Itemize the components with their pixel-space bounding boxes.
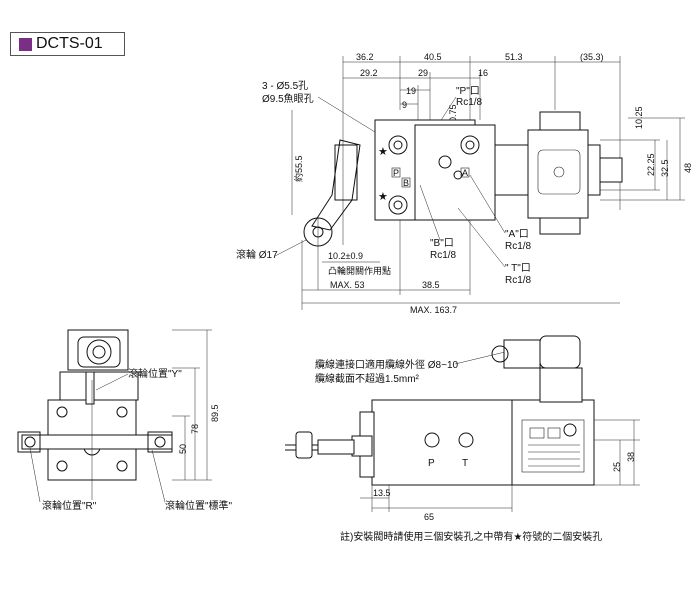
cam-label: 凸輪開關作用點 (328, 265, 391, 276)
dim-075: 0.75 (448, 104, 458, 122)
model-title: DCTS-01 (36, 35, 103, 52)
dim-10-2: 10.2±0.9 (328, 251, 363, 261)
port-letter-b: B (403, 178, 409, 188)
top-view: 36.2 40.5 51.3 (35.3) 29.2 29 16 19 9 3 … (236, 52, 693, 315)
star-1: ★ (378, 146, 388, 158)
a-port-size: Rc1/8 (505, 241, 532, 252)
port-letter-p: P (393, 168, 399, 178)
dim-top-6: 29 (418, 68, 428, 78)
dim-right-4: 48 (683, 163, 693, 173)
dim-38-5: 38.5 (422, 280, 440, 290)
max53: MAX. 53 (330, 280, 365, 290)
dim-right-1: 10.25 (634, 106, 644, 129)
dim-top-4: (35.3) (580, 52, 604, 62)
dim-top-1: 36.2 (356, 52, 374, 62)
dim-78: 78 (190, 424, 200, 434)
dim-50: 50 (178, 444, 188, 454)
dim-89-5: 89.5 (210, 404, 220, 422)
dim-top-8: 19 (406, 86, 416, 96)
p-port-size: Rc1/8 (456, 97, 483, 108)
side-dim-38: 38 (626, 452, 636, 462)
p-port-label: "P"口 (456, 86, 480, 97)
side-port-t: T (462, 458, 468, 469)
t-port-size: Rc1/8 (505, 275, 532, 286)
dim-top-9: 9 (402, 100, 407, 110)
max163-7: MAX. 163.7 (410, 305, 457, 315)
hole-label: 3 - Ø5.5孔 (262, 80, 308, 92)
t-port-label: " T"口 (505, 263, 531, 274)
a-port-label: "A"口 (505, 229, 529, 240)
dim-right-3: 32.5 (660, 159, 670, 177)
cable-note-2: 纜線截面不超過1.5mm² (315, 372, 420, 385)
left-view: 滾輪位置"Y" 89.5 78 50 滾輪位置"R" 滾輪位置"標準" (17, 329, 233, 512)
dim-left: 約55.5 (293, 155, 304, 182)
counterbore-label: Ø9.5魚眼孔 (262, 92, 314, 105)
side-dim-65: 65 (424, 512, 434, 522)
dim-top-3: 51.3 (505, 52, 523, 62)
port-letter-a: A (462, 168, 468, 178)
roller-r-label: 滾輪位置"R" (42, 499, 97, 512)
cable-note-1: 纜線連接口適用纜線外徑 Ø8~10 (315, 358, 459, 371)
title-marker (19, 37, 32, 51)
dim-right-2: 22.25 (646, 153, 656, 176)
roller-label: 滾輪 Ø17 (236, 248, 278, 261)
side-dim-25: 25 (612, 462, 622, 472)
b-port-size: Rc1/8 (430, 250, 457, 261)
side-port-p: P (428, 458, 435, 469)
star-2: ★ (378, 191, 388, 203)
b-port-label: "B"口 (430, 238, 454, 249)
roller-y-label: 滾輪位置"Y" (128, 367, 182, 380)
title-box: DCTS-01 (10, 32, 125, 56)
side-dim-13-5: 13.5 (373, 488, 391, 498)
dim-top-2: 40.5 (424, 52, 442, 62)
dim-top-7: 16 (478, 68, 488, 78)
roller-std-label: 滾輪位置"標準" (165, 499, 233, 512)
side-view: 纜線連接口適用纜線外徑 Ø8~10 纜線截面不超過1.5mm² P T 25 (285, 335, 640, 522)
footnote: 註)安裝閥時請使用三個安裝孔之中帶有★符號的二個安裝孔 (340, 530, 602, 543)
dim-top-5: 29.2 (360, 68, 378, 78)
